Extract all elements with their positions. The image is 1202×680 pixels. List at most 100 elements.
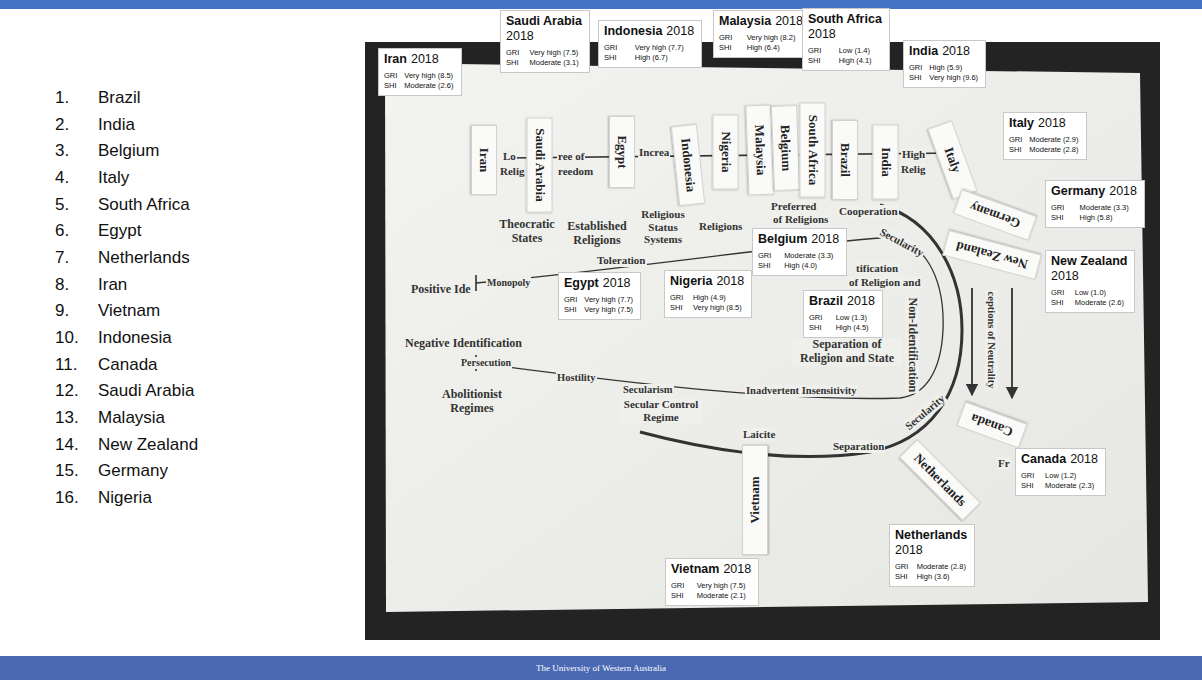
spectrum-label: Separation xyxy=(832,440,885,453)
spectrum-label: Abolitionist Regimes xyxy=(430,388,514,416)
index-score: Very high (7.7) xyxy=(584,295,633,305)
country-name: Italy xyxy=(1009,116,1034,130)
index-score: High (4.1) xyxy=(839,56,882,66)
spectrum-label: Inadvertent Insensitivity xyxy=(745,385,858,397)
spectrum-label: of Religion and xyxy=(848,276,922,289)
spectrum-lines xyxy=(476,153,1012,457)
score-grid: GRIHigh (4.9)SHIVery high (8.5) xyxy=(670,293,744,313)
index-score: High (6.7) xyxy=(635,53,694,63)
index-name: SHI xyxy=(758,261,777,271)
country-name: Saudi Arabia xyxy=(506,14,582,28)
box-heading: New Zealand xyxy=(1051,254,1127,269)
year: 2018 xyxy=(411,52,439,66)
country-name: Vietnam xyxy=(98,301,160,321)
index-name: GRI xyxy=(719,33,740,43)
index-score: Very high (9.6) xyxy=(929,73,978,83)
index-name: GRI xyxy=(506,48,523,58)
index-score: Very high (8.5) xyxy=(693,303,744,313)
index-name: SHI xyxy=(670,303,686,313)
country-strip: Nigeria xyxy=(712,115,738,190)
box-heading: Germany2018 xyxy=(1051,184,1137,199)
country-strip: South Africa xyxy=(799,103,825,198)
score-box: Malaysia2018GRIVery high (8.2)SHIHigh (6… xyxy=(713,10,811,58)
box-heading: Brazil2018 xyxy=(809,294,875,309)
bottom-bar xyxy=(0,656,1202,680)
country-name: Canada xyxy=(98,355,158,375)
box-heading: Malaysia2018 xyxy=(719,14,803,29)
index-name: GRI xyxy=(564,295,577,305)
country-name: India xyxy=(98,115,135,135)
top-bar xyxy=(0,0,1202,9)
spectrum-label: ree of xyxy=(557,150,585,163)
index-name: SHI xyxy=(671,591,690,601)
spectrum-label: Lo xyxy=(502,150,517,163)
box-heading: South Africa xyxy=(808,12,882,27)
index-score: Moderate (3.3) xyxy=(1080,203,1137,213)
box-heading: Netherlands xyxy=(895,528,967,543)
country-name: Belgium xyxy=(758,232,807,246)
spectrum-label: of Religions xyxy=(772,213,829,226)
score-grid: GRIVery high (8.2)SHIHigh (6.4) xyxy=(719,33,803,53)
index-name: SHI xyxy=(1051,298,1068,308)
index-score: Moderate (2.6) xyxy=(404,81,453,91)
score-box: Egypt2018GRIVery high (7.7)SHIVery high … xyxy=(558,272,641,320)
list-number: 6. xyxy=(55,221,69,241)
index-name: GRI xyxy=(1009,135,1022,145)
box-heading: Indonesia2018 xyxy=(604,24,694,39)
country-strip: India xyxy=(872,125,898,200)
strip-label: India xyxy=(873,147,897,177)
year: 2018 xyxy=(716,274,744,288)
country-name: Brazil xyxy=(809,294,843,308)
year: 2018 xyxy=(942,44,970,58)
spectrum-label: Increa xyxy=(638,146,670,159)
index-name: GRI xyxy=(808,46,832,56)
score-grid: GRIModerate (2.9)SHIModerate (2.8) xyxy=(1009,135,1079,155)
country-name: Egypt xyxy=(564,276,599,290)
year: 2018 xyxy=(895,543,923,557)
score-grid: GRIVery high (7.7)SHIVery high (7.5) xyxy=(564,295,633,315)
box-heading: India2018 xyxy=(909,44,978,59)
index-name: GRI xyxy=(758,251,777,261)
spectrum-label: Separation of Religion and State xyxy=(792,338,902,366)
index-name: GRI xyxy=(809,313,829,323)
index-name: SHI xyxy=(719,43,740,53)
index-score: Very high (7.7) xyxy=(635,43,694,53)
box-heading: Nigeria2018 xyxy=(670,274,744,289)
spectrum-label: Non-Identification xyxy=(905,297,919,394)
score-box: Indonesia2018GRIVery high (7.7)SHIHigh (… xyxy=(598,20,702,68)
year: 2018 xyxy=(808,27,836,41)
index-score: Moderate (2.8) xyxy=(917,562,968,572)
index-name: GRI xyxy=(1051,203,1073,213)
list-number: 9. xyxy=(55,301,69,321)
score-grid: GRIModerate (3.3)SHIHigh (5.8) xyxy=(1051,203,1137,223)
spectrum-label: Positive Ide xyxy=(410,283,472,297)
index-score: Low (1.3) xyxy=(836,313,875,323)
score-box: Belgium2018GRIModerate (3.3)SHIHigh (4.0… xyxy=(752,228,847,276)
index-score: High (3.6) xyxy=(917,572,968,582)
country-strip: Belgium xyxy=(771,105,800,191)
year: 2018 xyxy=(603,276,631,290)
spectrum-label: Religions xyxy=(698,220,743,233)
year: 2018 xyxy=(775,14,803,28)
index-score: High (4.5) xyxy=(836,323,875,333)
spectrum-label: Cooperation xyxy=(838,205,899,218)
country-name: Netherlands xyxy=(98,248,190,268)
photo-background xyxy=(365,42,1160,640)
index-name: GRI xyxy=(384,71,397,81)
year: 2018 xyxy=(666,24,694,38)
country-strip: Malaysia xyxy=(745,105,774,196)
spectrum-label: Monopoly xyxy=(486,277,531,289)
box-heading: Egypt 2018 xyxy=(564,276,633,291)
score-box: South Africa2018GRILow (1.4)SHIHigh (4.1… xyxy=(802,8,890,71)
score-box: New Zealand2018GRILow (1.0)SHIModerate (… xyxy=(1045,250,1135,313)
index-score: High (5.8) xyxy=(1080,213,1137,223)
country-name: Indonesia xyxy=(98,328,172,348)
index-name: SHI xyxy=(384,81,397,91)
country-strip: Saudi Arabia xyxy=(526,118,552,213)
index-score: Moderate (2.9) xyxy=(1029,135,1078,145)
index-name: GRI xyxy=(909,63,922,73)
index-score: Low (1.0) xyxy=(1075,288,1128,298)
country-name: New Zealand xyxy=(1051,254,1127,268)
score-grid: GRILow (1.0)SHIModerate (2.6) xyxy=(1051,288,1127,308)
spectrum-label: Established Religions xyxy=(562,220,632,248)
